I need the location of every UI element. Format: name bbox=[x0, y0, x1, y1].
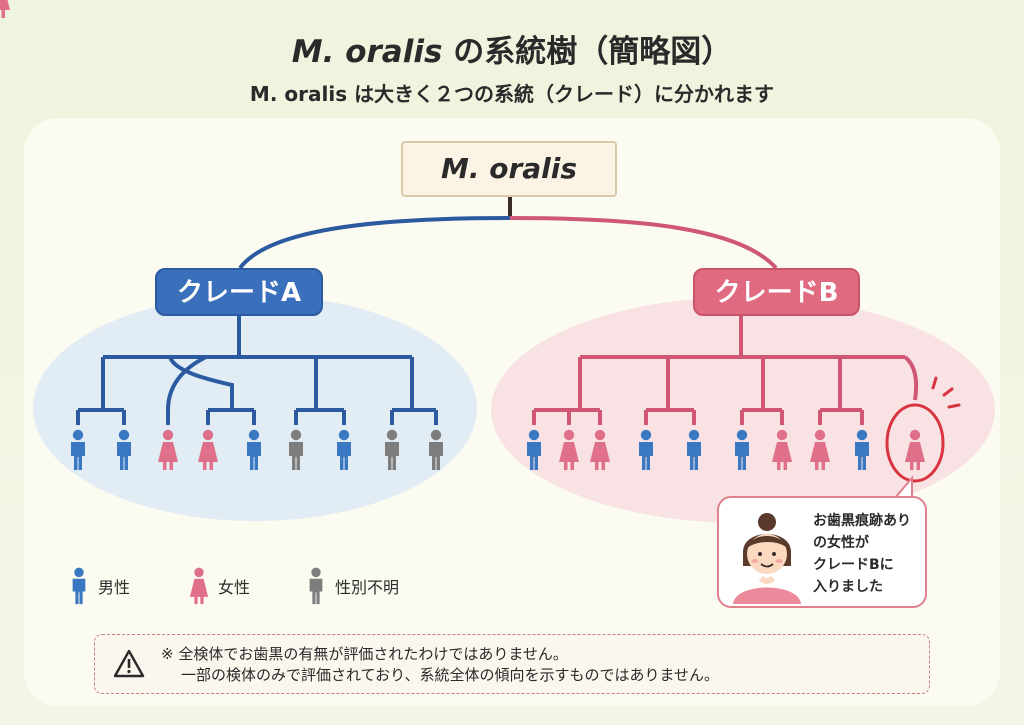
page-title: M. oralis の系統樹（簡略図） bbox=[0, 26, 1024, 71]
female-icon bbox=[189, 567, 209, 605]
title-species: M. oralis bbox=[291, 34, 443, 70]
clade-a-branches bbox=[76, 316, 438, 425]
branch-to-clade-a bbox=[238, 216, 511, 270]
highlight-circle bbox=[885, 403, 945, 483]
note-line-2: 一部の検体のみで評価されており、系統全体の傾向を示すものではありません。 bbox=[181, 666, 720, 684]
disclaimer-note: ※ 全検体でお歯黒の有無が評価されたわけではありません。 一部の検体のみで評価さ… bbox=[94, 634, 930, 694]
female-icon bbox=[0, 0, 10, 18]
root-node: M. oralis bbox=[401, 141, 617, 197]
warning-icon bbox=[113, 649, 145, 678]
title-text: の系統樹（簡略図） bbox=[442, 34, 733, 70]
legend-male-label: 男性 bbox=[98, 578, 131, 597]
male-icon bbox=[72, 567, 86, 605]
note-line-1: ※ 全検体でお歯黒の有無が評価されたわけではありません。 bbox=[161, 645, 568, 663]
legend-female: 女性 bbox=[188, 566, 250, 606]
legend-male: 男性 bbox=[68, 566, 130, 606]
unknown-person-icon bbox=[309, 567, 323, 605]
page-subtitle: M. oralis は大きく２つの系統（クレード）に分かれます bbox=[249, 82, 775, 106]
clade-a-area bbox=[33, 295, 477, 521]
note-text: ※ 全検体でお歯黒の有無が評価されたわけではありません。 一部の検体のみで評価さ… bbox=[161, 644, 719, 686]
branch-to-clade-b bbox=[509, 216, 778, 270]
clade-b-branches bbox=[532, 316, 919, 425]
callout-box: お歯黒痕跡あり の女性が クレードBに 入りました bbox=[717, 496, 927, 608]
legend-unknown-label: 性別不明 bbox=[335, 578, 400, 597]
woman-avatar-icon bbox=[733, 513, 801, 604]
legend-female-label: 女性 bbox=[218, 578, 251, 597]
highlight-rays bbox=[931, 376, 961, 409]
clade-a-label: クレードA bbox=[155, 268, 323, 316]
clade-b-label: クレードB bbox=[693, 268, 860, 316]
legend-unknown: 性別不明 bbox=[305, 566, 399, 606]
callout-text: お歯黒痕跡あり の女性が クレードBに 入りました bbox=[813, 513, 911, 595]
